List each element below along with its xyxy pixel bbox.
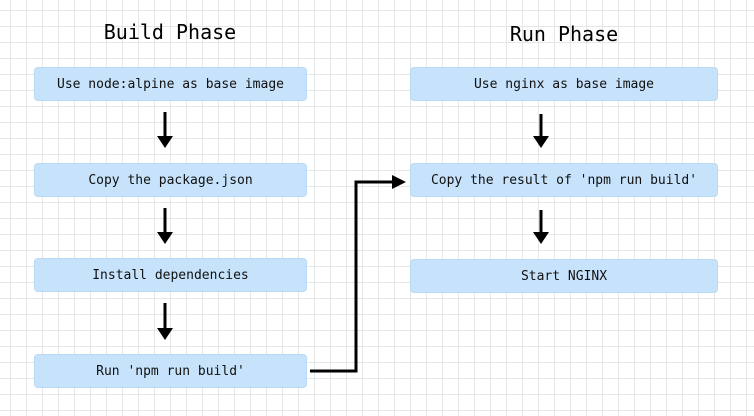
build-step-base-image: Use node:alpine as base image xyxy=(34,67,307,101)
run-phase-title: Run Phase xyxy=(509,22,619,46)
run-step-copy-build-result: Copy the result of 'npm run build' xyxy=(410,163,718,197)
run-arrow-2 xyxy=(533,210,549,244)
run-step-base-image: Use nginx as base image xyxy=(410,67,718,101)
build-phase-title: Build Phase xyxy=(103,20,237,44)
build-step-run-build: Run 'npm run build' xyxy=(34,354,307,388)
build-step-copy-package-json: Copy the package.json xyxy=(34,163,307,197)
build-arrow-1 xyxy=(157,112,173,148)
cross-phase-connector xyxy=(310,175,406,373)
build-step-install-dependencies: Install dependencies xyxy=(34,258,307,292)
build-arrow-3 xyxy=(157,303,173,340)
build-arrow-2 xyxy=(157,208,173,244)
run-step-start-nginx: Start NGINX xyxy=(410,259,718,293)
run-arrow-1 xyxy=(533,114,549,148)
